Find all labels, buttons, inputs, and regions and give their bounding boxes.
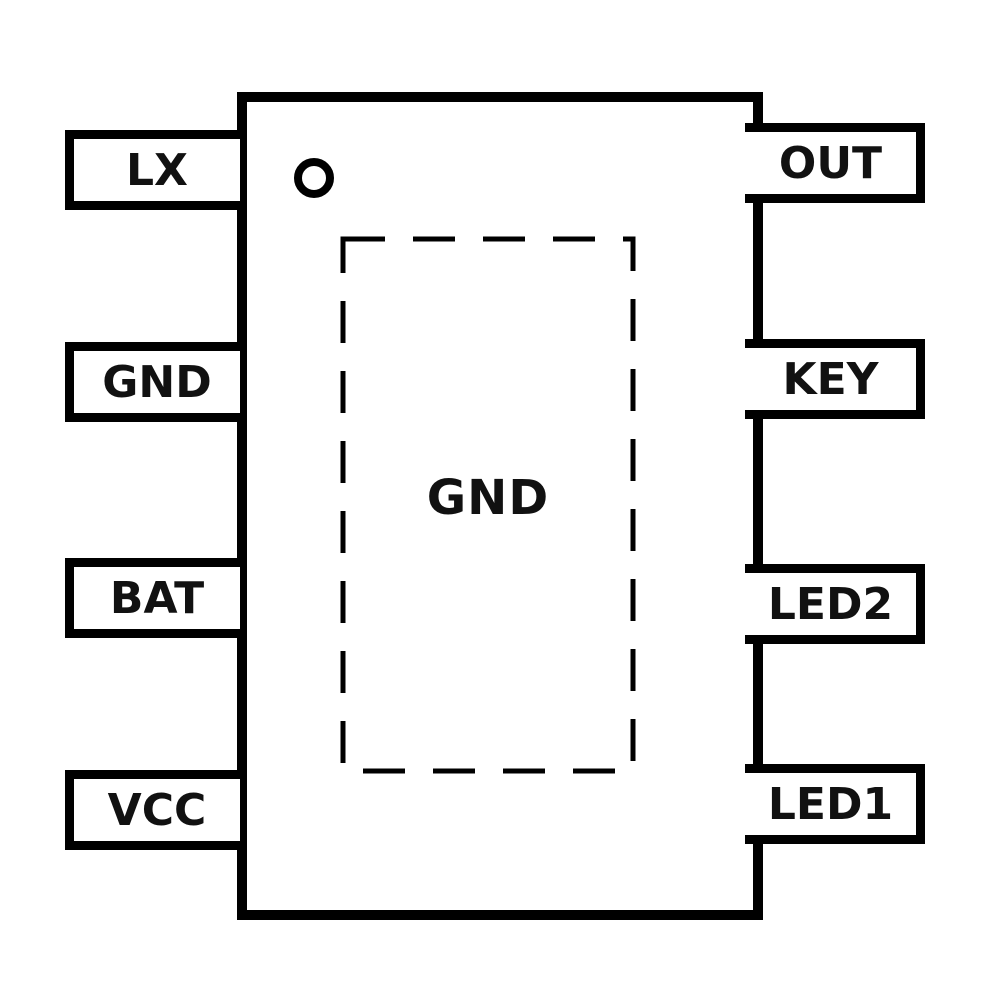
- pin-label: GND: [102, 356, 212, 408]
- pin-3: BAT: [65, 558, 240, 638]
- pin-8: OUT: [745, 123, 925, 203]
- pin-5: LED1: [745, 764, 925, 844]
- pin-4: VCC: [65, 770, 240, 850]
- exposed-pad-outline: [340, 236, 636, 774]
- pin-label: LX: [126, 144, 188, 196]
- pin1-marker-icon: [294, 158, 334, 198]
- pin-6: LED2: [745, 564, 925, 644]
- pin-label: OUT: [778, 137, 883, 189]
- pin-2: GND: [65, 342, 240, 422]
- pin-label: KEY: [782, 353, 879, 405]
- ic-package-body: [237, 92, 763, 920]
- pin-7: KEY: [745, 339, 925, 419]
- pin-label: LED2: [767, 578, 894, 630]
- pin-1: LX: [65, 130, 240, 210]
- pin-label: BAT: [109, 572, 205, 624]
- pin-label: LED1: [767, 778, 894, 830]
- pin-label: VCC: [107, 784, 207, 836]
- exposed-pad-label: GND: [426, 470, 550, 526]
